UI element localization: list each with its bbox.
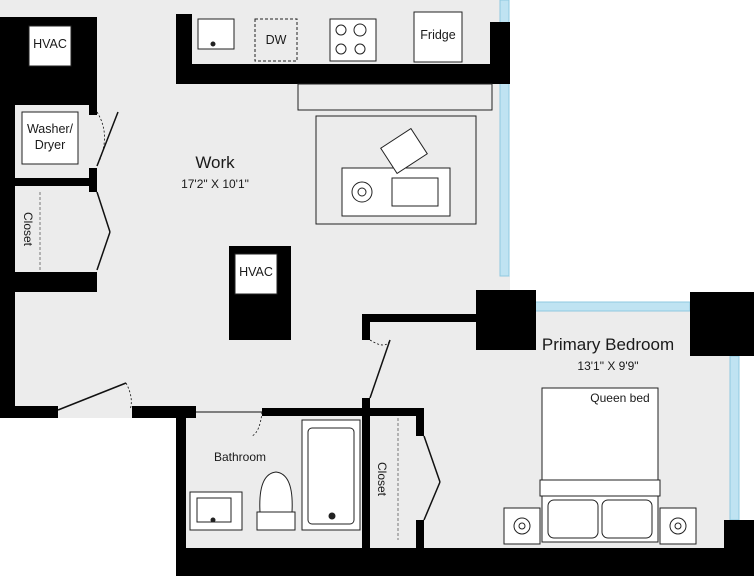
wall-left-mid (15, 97, 97, 105)
burner-3 (335, 43, 347, 55)
wall-bottom-right-corner (724, 520, 754, 576)
window-bedroom-right (729, 355, 740, 521)
door-entry (57, 382, 127, 411)
wall-bath-top (262, 408, 424, 416)
doors (57, 111, 441, 521)
washer-dryer-box (21, 111, 79, 165)
toilet (259, 471, 293, 513)
wall-bath-mid (362, 408, 370, 548)
wall-bottom (176, 548, 754, 576)
burner-2 (353, 23, 367, 37)
lamp-right (669, 517, 687, 535)
closet-left-label: Closet (21, 212, 35, 247)
door-closet-bath-b (423, 481, 441, 521)
desk-monitor (391, 177, 439, 207)
bed-label: Queen bed (590, 391, 649, 405)
door-entry-arc (125, 382, 132, 411)
cooktop (329, 18, 377, 62)
closet-left: Closet (21, 192, 41, 272)
lamp-left (513, 517, 531, 535)
bathtub-drain (328, 512, 336, 520)
wall-kitchen-base (176, 64, 492, 84)
washer-dryer: Washer/ Dryer (21, 111, 79, 165)
hvac-top-label: HVAC (33, 37, 67, 51)
door-bedroom (369, 339, 391, 399)
pillow-right (601, 499, 653, 539)
door-closet-left-a (96, 191, 111, 233)
door-closet-bath-a (423, 435, 441, 483)
fridge-label: Fridge (420, 28, 455, 42)
work-room-dims: 17'2" X 10'1" (181, 177, 249, 191)
lamp-right-inner (674, 522, 682, 530)
bathroom-fixtures (189, 419, 361, 531)
hvac-top-box (28, 25, 72, 67)
door-bath-arc (251, 411, 263, 437)
bed-headboard (539, 479, 661, 497)
desk-item-round-inner (357, 187, 367, 197)
wall-left-door-jamb2 (89, 97, 97, 115)
wall-bottom-mid (132, 406, 196, 418)
washer-dryer-label-1: Washer/ (27, 122, 74, 136)
bathroom-label: Bathroom (214, 450, 266, 464)
desk-item-round (351, 181, 373, 203)
wall-left-upper (0, 17, 15, 417)
wall-left-door-jamb1 (89, 168, 97, 192)
burner-1 (335, 24, 347, 36)
hvac-center-label: HVAC (239, 265, 273, 279)
wall-bottom-left (0, 406, 58, 418)
washer-dryer-label-2: Dryer (35, 138, 66, 152)
dishwasher (254, 18, 298, 62)
kitchen-sink (197, 18, 235, 50)
bathtub-inner (307, 427, 355, 525)
wall-bath-right-jamb (416, 408, 424, 436)
work-room-name: Work (195, 153, 235, 172)
wall-bath-left (176, 412, 186, 576)
bedroom-room-dims: 13'1" X 9'9" (577, 359, 638, 373)
wall-pillar-center (476, 290, 536, 350)
dishwasher-label: DW (266, 33, 287, 47)
wall-divider-v2 (362, 398, 370, 412)
lamp-left-inner (518, 522, 526, 530)
closet-bath-label: Closet (375, 462, 389, 497)
wall-kitchen-right (490, 22, 510, 84)
desk (315, 115, 477, 225)
kitchen-island-edge (297, 83, 493, 111)
bed (503, 387, 697, 545)
pillow-left (547, 499, 599, 539)
door-washer-arc (96, 111, 105, 167)
bath-sink-drain (210, 517, 216, 523)
closet-bath: Closet (375, 418, 399, 540)
wall-bath-right-jamb2 (416, 520, 424, 548)
window-bedroom-top (533, 301, 691, 312)
toilet-tank (256, 511, 296, 531)
hvac-units: HVAC HVAC (28, 25, 278, 295)
nightstand-right (659, 507, 697, 545)
nightstand-left (503, 507, 541, 545)
wall-left-mid2 (15, 178, 97, 186)
door-washer (96, 111, 119, 167)
kitchen-sink-drain (210, 41, 216, 47)
hvac-center-box (234, 253, 278, 295)
burner-4 (354, 43, 366, 55)
window-right-upper (499, 0, 510, 277)
door-bedroom-arc (369, 339, 391, 346)
door-closet-left-b (96, 231, 111, 271)
wall-divider-v (362, 314, 370, 340)
desk-chair (380, 127, 428, 175)
wall-pillar-right (690, 292, 754, 356)
wall-left-low (15, 272, 97, 292)
bedroom-room-name: Primary Bedroom (542, 335, 674, 354)
kitchen: DW Fridge (192, 11, 493, 111)
wall-divider-h (362, 314, 480, 322)
fridge (413, 11, 463, 63)
